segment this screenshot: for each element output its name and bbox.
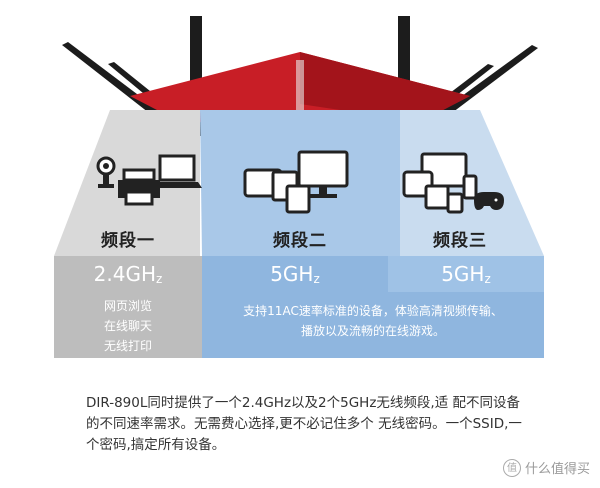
usage-line: 播放以及流畅的在线游戏。: [300, 324, 445, 338]
usage-item: 无线打印: [103, 339, 152, 353]
band-1-usage: 网页浏览 在线聊天 无线打印: [54, 292, 202, 358]
antenna-top-right: [398, 16, 410, 90]
description-text: DIR-890L同时提供了一个2.4GHz以及2个5GHz无线频段,适 配不同设…: [86, 395, 522, 453]
band-3-title: 频段三: [433, 231, 487, 251]
watermark-badge: 值: [502, 458, 521, 477]
band-2-freq: 5GHz: [202, 256, 388, 292]
tablet-monitor-phone-icon: [243, 150, 349, 214]
monitor-tablet-gamepad-icon: [402, 152, 504, 214]
printer-webcam-laptop-icon: [96, 154, 202, 206]
band-3-freq: 5GHz: [388, 256, 544, 292]
usage-line: 支持11AC速率标准的设备，体验高清视频传输、: [243, 304, 503, 318]
band-2-title: 频段二: [273, 231, 327, 251]
watermark-text: 什么值得买: [524, 462, 590, 477]
antenna-top-left: [190, 16, 202, 90]
usage-item: 网页浏览: [103, 299, 152, 313]
usage-item: 在线聊天: [103, 319, 152, 333]
band-2-3-usage: 支持11AC速率标准的设备，体验高清视频传输、 播放以及流畅的在线游戏。: [202, 292, 544, 358]
watermark: 值 什么值得买: [502, 458, 590, 477]
band-1-title: 频段一: [101, 231, 155, 251]
band-1-freq: 2.4GHz: [54, 256, 202, 292]
